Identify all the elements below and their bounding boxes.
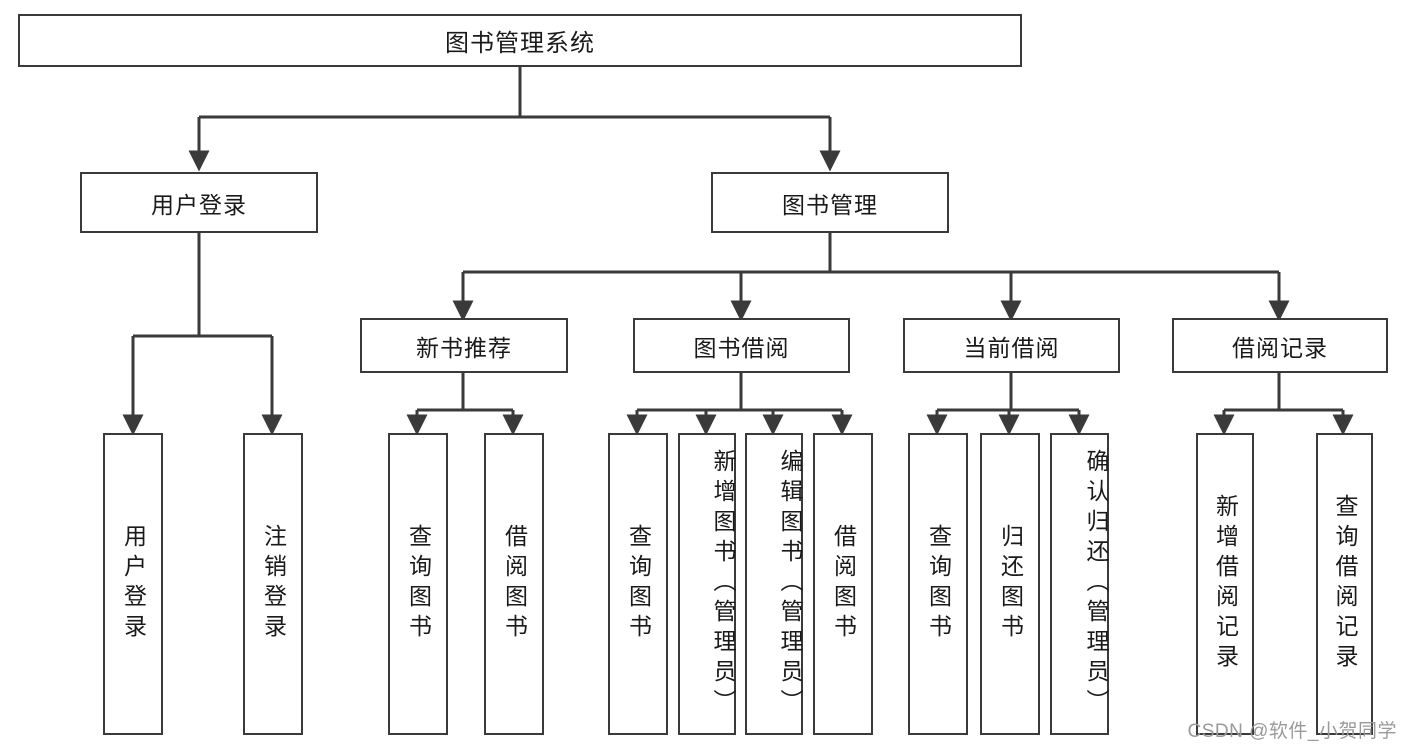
node-borrow-record[interactable]: 借阅记录 bbox=[1172, 318, 1388, 373]
node-new-book-recommend[interactable]: 新书推荐 bbox=[360, 318, 568, 373]
leaf-borrow-record-add[interactable]: 新增借阅记录 bbox=[1196, 433, 1254, 735]
leaf-new-book-borrow[interactable]: 借阅图书 bbox=[484, 433, 544, 735]
leaf-current-borrow-query[interactable]: 查询图书 bbox=[908, 433, 968, 735]
leaf-book-borrow-borrow[interactable]: 借阅图书 bbox=[813, 433, 873, 735]
leaf-user-login-login[interactable]: 用户登录 bbox=[103, 433, 163, 735]
leaf-new-book-query[interactable]: 查询图书 bbox=[388, 433, 448, 735]
leaf-book-borrow-edit-admin[interactable]: 编辑图书（管理员） bbox=[745, 433, 803, 735]
node-book-borrow[interactable]: 图书借阅 bbox=[633, 318, 850, 373]
node-current-borrow[interactable]: 当前借阅 bbox=[903, 318, 1120, 373]
leaf-borrow-record-query[interactable]: 查询借阅记录 bbox=[1316, 433, 1373, 735]
leaf-book-borrow-query[interactable]: 查询图书 bbox=[608, 433, 668, 735]
node-user-login[interactable]: 用户登录 bbox=[80, 172, 318, 233]
node-book-management[interactable]: 图书管理 bbox=[711, 172, 949, 233]
leaf-book-borrow-add-admin[interactable]: 新增图书（管理员） bbox=[678, 433, 736, 735]
node-root-system[interactable]: 图书管理系统 bbox=[18, 14, 1022, 67]
watermark-text: CSDN @软件_小贺同学 bbox=[1187, 721, 1397, 742]
leaf-current-borrow-confirm-admin[interactable]: 确认归还（管理员） bbox=[1050, 433, 1109, 735]
leaf-user-login-logout[interactable]: 注销登录 bbox=[243, 433, 303, 735]
leaf-current-borrow-return[interactable]: 归还图书 bbox=[980, 433, 1040, 735]
